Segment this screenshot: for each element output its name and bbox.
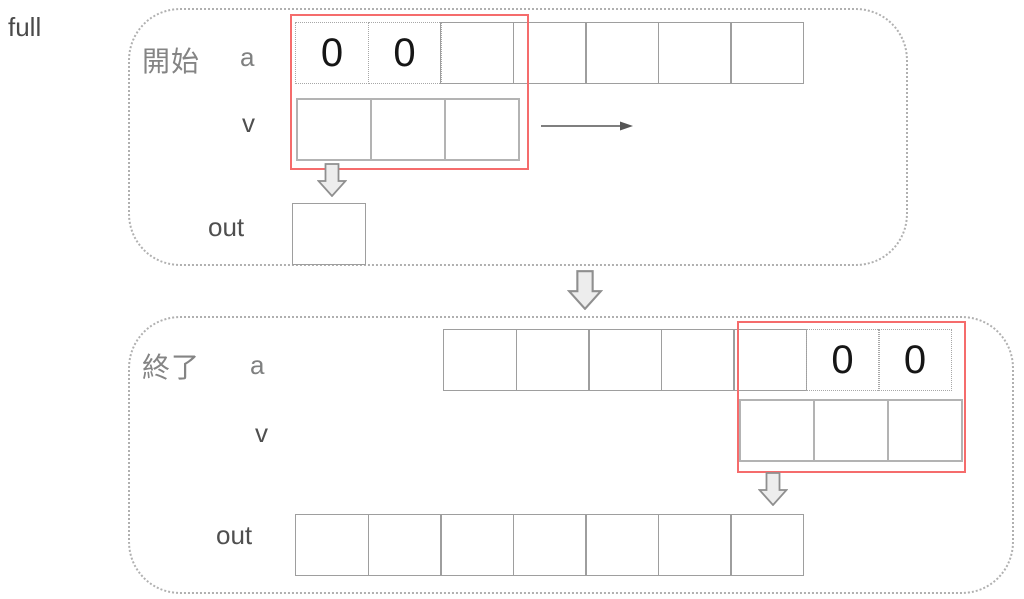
array-cell	[588, 329, 662, 391]
out-cell	[585, 514, 659, 576]
pad-cell: 0	[295, 22, 369, 84]
array-cell	[440, 22, 514, 84]
array-cell	[512, 22, 587, 84]
start-row-label-v: v	[242, 108, 255, 138]
array-cell	[733, 329, 807, 391]
kernel-cell	[370, 98, 446, 161]
out-cell	[440, 514, 514, 576]
start-array-v-row	[296, 98, 520, 161]
end-row-label-a: a	[250, 350, 265, 380]
start-row-label-a: a	[240, 42, 255, 72]
out-cell	[367, 514, 442, 576]
array-cell	[515, 329, 590, 391]
array-cell	[585, 22, 659, 84]
end-row-label-v: v	[255, 418, 268, 448]
next-step-arrow-icon	[567, 270, 603, 310]
out-cell	[730, 514, 804, 576]
kernel-cell	[887, 399, 963, 462]
end-row-label-out: out	[216, 520, 253, 550]
pad-cell: 0	[367, 22, 442, 84]
start-row-label-out: out	[208, 212, 245, 242]
out-cell	[295, 514, 369, 576]
kernel-cell	[739, 399, 815, 462]
out-cell	[292, 203, 366, 265]
kernel-cell	[813, 399, 889, 462]
pad-cell: 0	[805, 329, 880, 391]
array-cell	[657, 22, 732, 84]
pad-cell: 0	[878, 329, 952, 391]
output-down-arrow-icon	[317, 163, 347, 197]
slide-right-arrow-icon	[541, 116, 633, 136]
array-cell	[730, 22, 804, 84]
start-array-a-row: 0 0	[295, 22, 804, 84]
mode-label: full	[8, 12, 42, 42]
kernel-cell	[444, 98, 520, 161]
end-panel	[128, 316, 1014, 594]
start-out-row	[292, 203, 366, 265]
start-panel-title: 開始	[142, 46, 201, 77]
end-out-row	[295, 514, 804, 576]
array-cell	[443, 329, 517, 391]
out-cell	[512, 514, 587, 576]
out-cell	[657, 514, 732, 576]
array-cell	[660, 329, 735, 391]
end-array-v-row	[739, 399, 963, 462]
end-panel-title: 終了	[142, 352, 201, 383]
kernel-cell	[296, 98, 372, 161]
output-down-arrow-icon	[758, 472, 788, 506]
start-panel	[128, 8, 908, 266]
end-array-a-row: 0 0	[443, 329, 952, 391]
